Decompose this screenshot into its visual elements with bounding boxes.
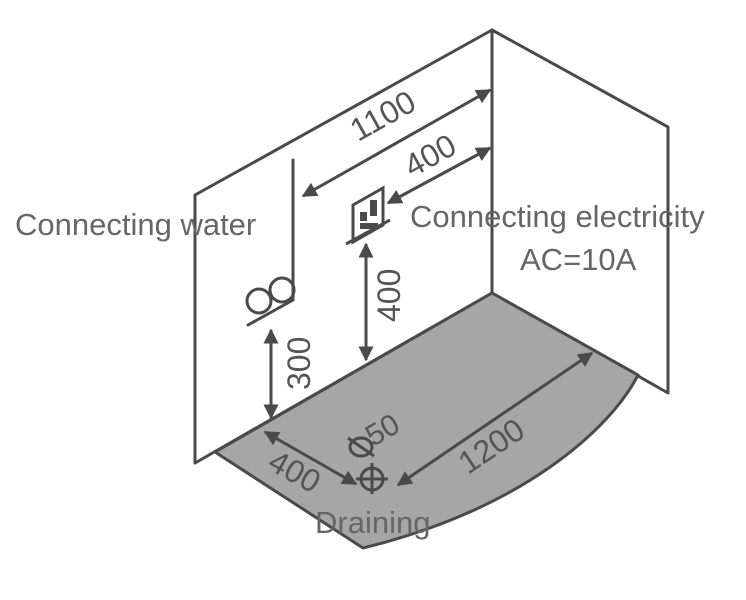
dimension-label-socket-height: 400: [371, 269, 407, 322]
dimension-line-1200: [396, 351, 594, 487]
draining-label: Draining: [315, 505, 430, 540]
dimension-line-drain-offset: [263, 430, 358, 486]
right-wall: [490, 28, 670, 395]
diameter-icon: [347, 436, 375, 458]
drain-icon: [356, 463, 388, 494]
dimension-label-water-height: 300: [281, 337, 317, 390]
water-outlet-icon: [245, 276, 296, 315]
connecting-electricity-label: Connecting electricity: [410, 199, 705, 234]
dimension-line-socket-offset: [386, 146, 492, 205]
connecting-water-label: Connecting water: [15, 207, 256, 242]
electricity-rating-label: AC=10A: [520, 242, 637, 277]
water-pipe: [246, 158, 295, 327]
dimension-line-1100: [301, 88, 492, 198]
